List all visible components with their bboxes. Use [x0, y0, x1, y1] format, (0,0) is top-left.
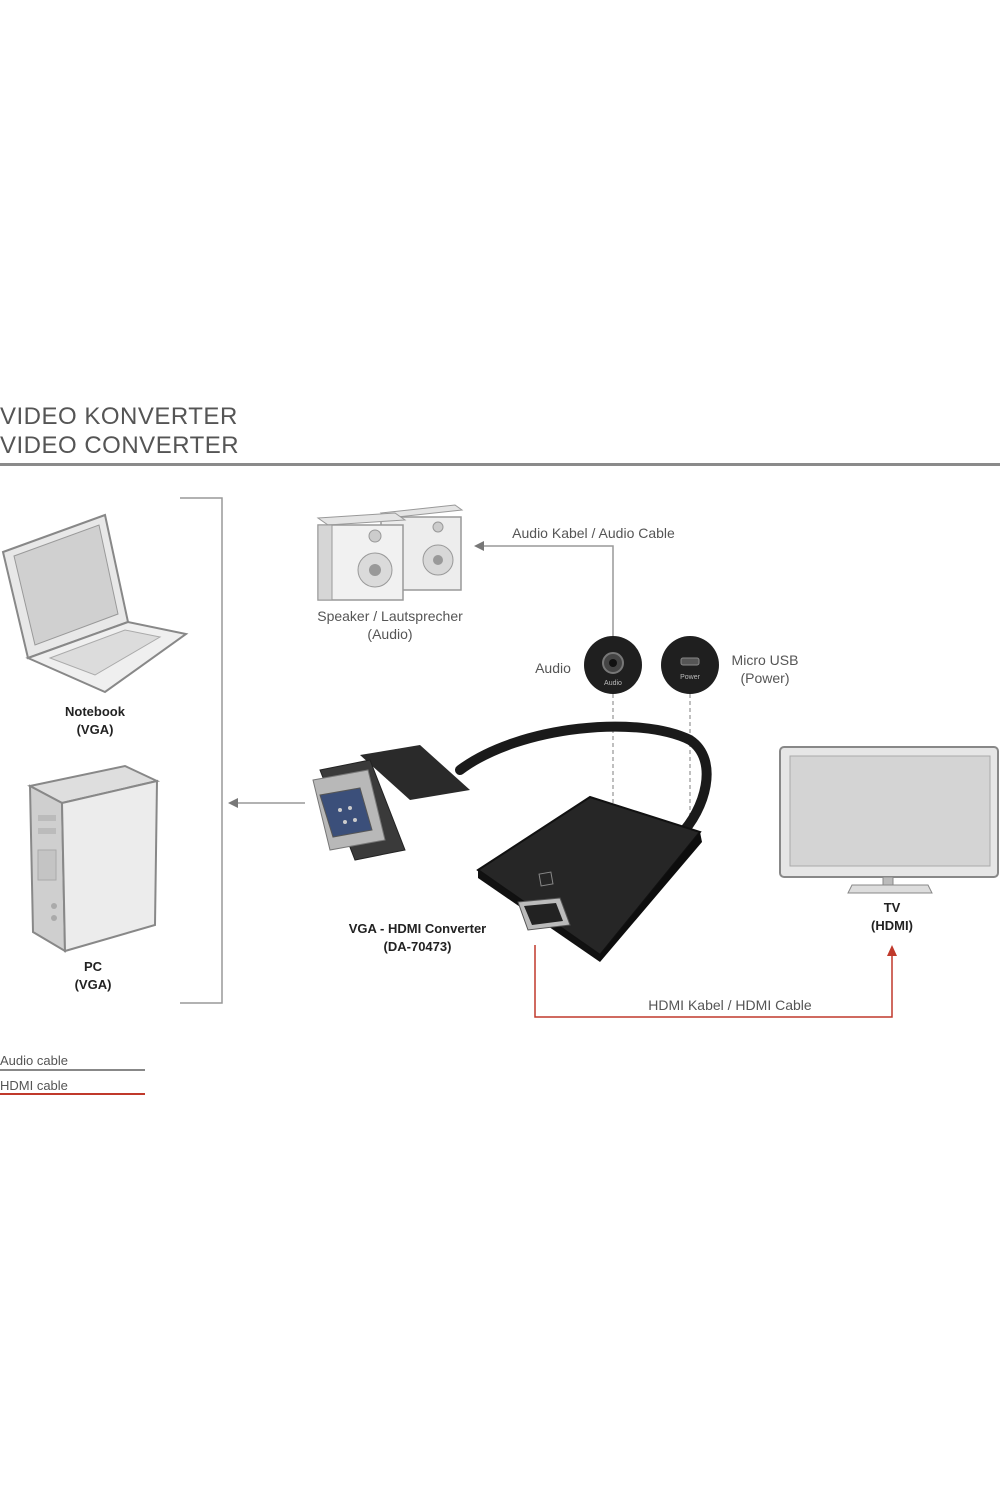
- speaker-label: Speaker / Lautsprecher (Audio): [290, 607, 490, 643]
- pc-port: (VGA): [74, 977, 112, 992]
- legend-hdmi-line: [0, 1093, 145, 1095]
- audio-cable-line: [482, 545, 614, 640]
- converter-model: (DA-70473): [383, 939, 452, 954]
- notebook-icon: [1, 513, 189, 694]
- micro-usb-jack-icon: [661, 636, 719, 694]
- audio-jack-icon: [584, 636, 642, 694]
- title-english: VIDEO CONVERTER: [0, 432, 240, 459]
- pc-tower-icon: [27, 764, 161, 953]
- title-german: VIDEO KONVERTER: [0, 403, 238, 430]
- legend-audio-line: [0, 1069, 145, 1071]
- usb-port-label: Micro USB (Power): [722, 651, 808, 687]
- legend-hdmi-label: HDMI cable: [0, 1078, 68, 1093]
- converter-box-icon: [476, 795, 702, 962]
- speaker-icon: [316, 504, 464, 601]
- speaker-port: (Audio): [367, 626, 413, 642]
- audio-cable-label: Audio Kabel / Audio Cable: [512, 525, 675, 541]
- vga-plug-icon: [312, 745, 470, 861]
- converter-label: VGA - HDMI Converter (DA-70473): [320, 920, 515, 956]
- tv-name: TV: [883, 900, 901, 915]
- converter-name: VGA - HDMI Converter: [348, 921, 487, 936]
- hdmi-cable-label: HDMI Kabel / HDMI Cable: [648, 997, 812, 1013]
- hdmi-cable-line: [534, 945, 893, 1018]
- hdmi-cable-arrow: [887, 945, 897, 956]
- tv-port: (HDMI): [871, 918, 913, 933]
- vga-arrow-head: [228, 798, 238, 808]
- source-bracket: [180, 497, 223, 1004]
- pc-label: PC (VGA): [33, 958, 153, 994]
- usb-jack-text: Power: [680, 674, 700, 681]
- pc-name: PC: [83, 959, 103, 974]
- tv-icon: [779, 746, 999, 894]
- notebook-port: (VGA): [76, 722, 114, 737]
- audio-cable-arrow: [474, 541, 484, 551]
- converter-cable: [455, 721, 712, 840]
- audio-jack-text: Audio: [604, 680, 622, 687]
- speaker-name: Speaker / Lautsprecher: [317, 608, 463, 624]
- notebook-name: Notebook: [65, 704, 125, 719]
- audio-port-label: Audio: [535, 660, 571, 676]
- legend-audio-label: Audio cable: [0, 1053, 68, 1068]
- notebook-label: Notebook (VGA): [35, 703, 155, 739]
- usb-port-name: Micro USB: [731, 652, 799, 668]
- tv-label: TV (HDMI): [832, 899, 952, 935]
- usb-port-sub: (Power): [740, 670, 790, 686]
- header-divider: [0, 463, 1000, 466]
